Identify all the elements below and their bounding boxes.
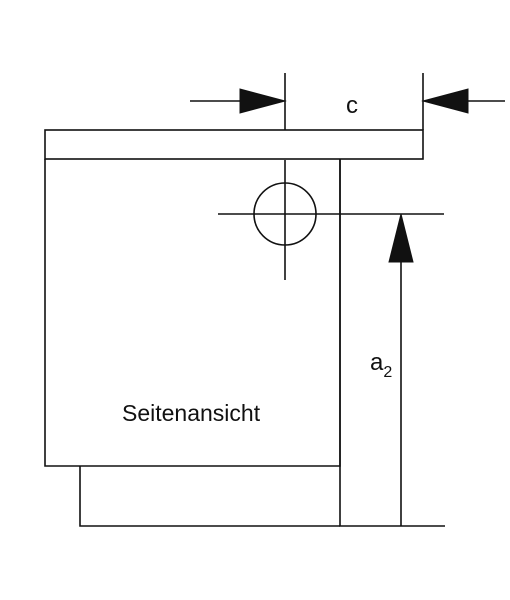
view-label: Seitenansicht [122, 400, 261, 426]
drill-hole-circle [253, 182, 317, 246]
side-panel [339, 159, 445, 527]
cabinet-plinth [79, 466, 340, 527]
worktop-panel [44, 129, 424, 160]
dimension-a-subscript: 2 [383, 364, 392, 381]
a2-arrowhead-up-icon [388, 213, 414, 263]
c-arrowhead-right-icon [421, 88, 469, 114]
dimension-a-letter: a [370, 349, 384, 376]
dimension-a2-label: a2 [370, 349, 392, 381]
dimension-c-label: c [346, 92, 358, 119]
c-arrowhead-left-icon [239, 88, 287, 114]
